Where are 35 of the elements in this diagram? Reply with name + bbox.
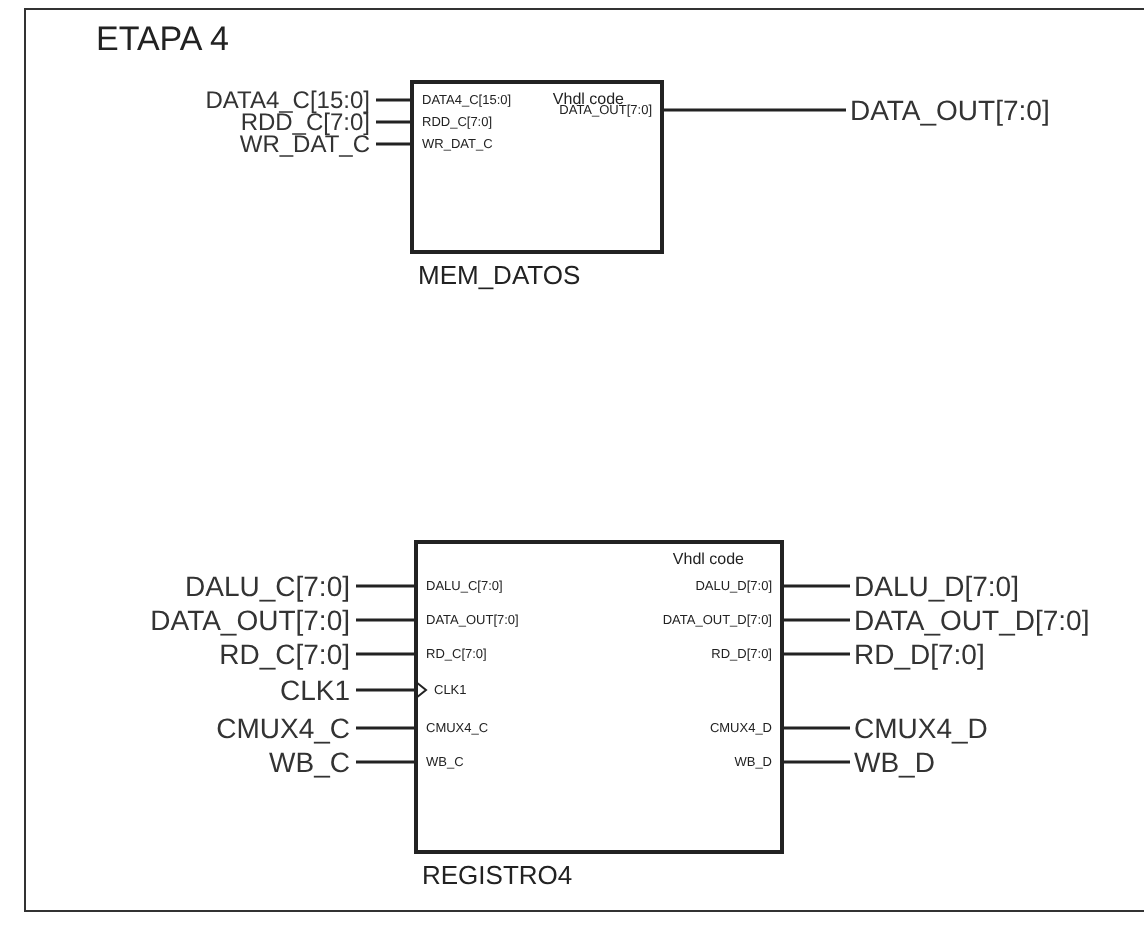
block-name: MEM_DATOS (418, 260, 581, 290)
wire (784, 618, 850, 622)
signal-label: CMUX4_D (854, 712, 988, 744)
wire (784, 584, 850, 588)
signal-label: WB_C (269, 746, 350, 778)
signal-label: DALU_C[7:0] (185, 570, 350, 602)
wire (376, 142, 410, 146)
signal-label: DATA_OUT_D[7:0] (854, 604, 1090, 636)
wire (356, 726, 414, 730)
wire (784, 726, 850, 730)
wire (376, 98, 410, 102)
wire (664, 108, 846, 112)
signal-label: DATA4_C[15:0] (205, 89, 370, 111)
diagram-title: ETAPA 4 (96, 20, 229, 58)
signal-label: DATA_OUT[7:0] (150, 604, 350, 636)
signal-label: DATA_OUT[7:0] (850, 94, 1050, 126)
clock-input-arrow (356, 681, 428, 699)
signal-label: RD_C[7:0] (219, 638, 350, 670)
wire (356, 618, 414, 622)
wire (784, 760, 850, 764)
signal-label: RDD_C[7:0] (240, 111, 370, 133)
signal-label: WR_DAT_C (239, 133, 370, 155)
block-header: Vhdl code (672, 550, 744, 568)
signal-label: CMUX4_C (216, 712, 350, 744)
wire (356, 584, 414, 588)
block-header: Vhdl code (552, 90, 624, 108)
wire (376, 120, 410, 124)
wire (356, 652, 414, 656)
signal-label: CLK1 (279, 674, 350, 706)
signal-label: WB_D (854, 746, 935, 778)
signal-label: DALU_D[7:0] (854, 570, 1019, 602)
wire (356, 760, 414, 764)
wire (784, 652, 850, 656)
block-name: REGISTRO4 (422, 860, 573, 890)
signal-label: RD_D[7:0] (854, 638, 985, 670)
